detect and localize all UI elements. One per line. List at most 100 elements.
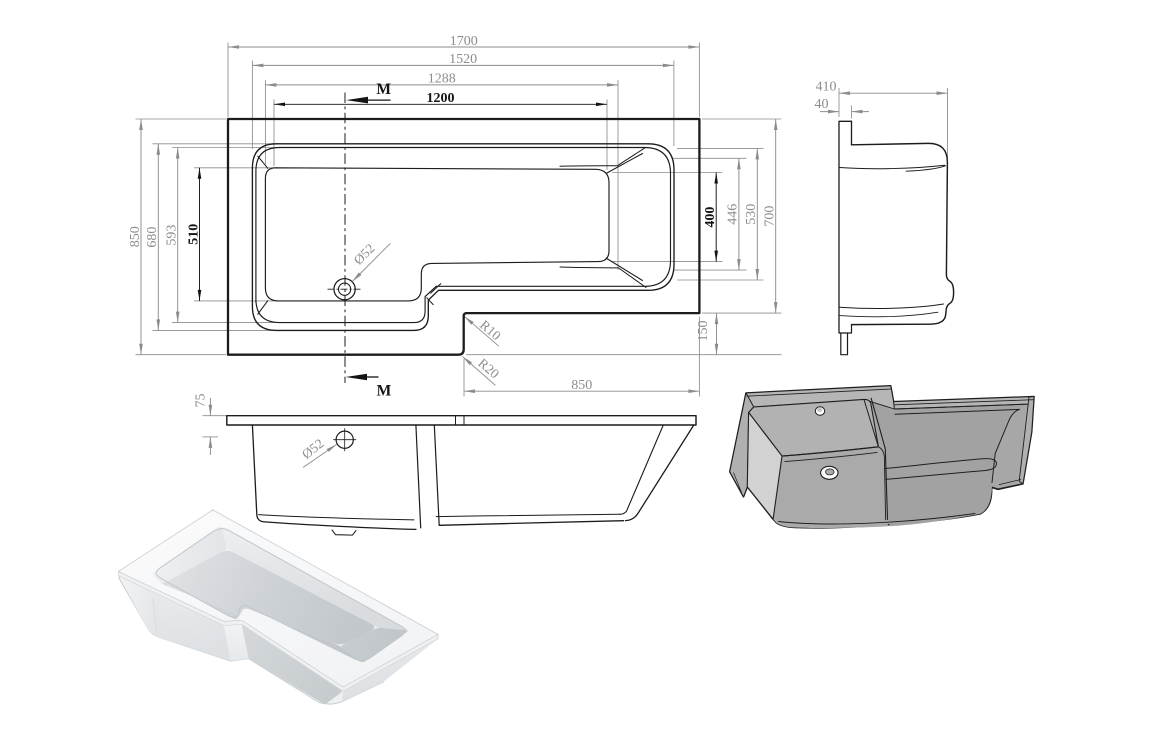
dim-arrowhead (737, 259, 741, 271)
dim-680: 680 (145, 227, 160, 248)
side-interior-line (839, 303, 944, 309)
shaded-step-edge2 (877, 446, 887, 521)
dim-1200: 1200 (427, 91, 455, 106)
dim-arrowhead (773, 302, 778, 314)
white-right-end-face (342, 639, 437, 701)
white-shower-wall (153, 574, 239, 620)
side-interior-line (905, 165, 947, 172)
plan-view: 1700 1520 1288 1200 850 680 593 510 400 … (128, 34, 782, 399)
dim-arrowhead (197, 289, 202, 301)
shaded-rim-right (894, 403, 1029, 410)
dim-arrowhead (326, 444, 337, 452)
dim-arrowhead (936, 91, 948, 95)
label-drain-front: Ø52 (299, 436, 327, 462)
dim-arrowhead (175, 147, 180, 159)
front-step-line (415, 424, 422, 529)
plan-slope-line (559, 147, 646, 167)
render-shaded (729, 385, 1035, 529)
white-opening-edge (155, 528, 406, 661)
shaded-plate-line (733, 472, 743, 494)
plan-outer-outline (226, 117, 701, 356)
front-elevation: 75 Ø52 (194, 394, 697, 536)
dim-410: 410 (816, 79, 837, 94)
dim-arrowhead (714, 313, 719, 325)
dim-400: 400 (703, 207, 718, 228)
dim-150: 150 (696, 321, 711, 342)
shaded-plate-line (746, 388, 892, 397)
drain-hole-inner (825, 468, 835, 476)
plan-rim-inner (255, 146, 672, 324)
plan-slope-line (559, 266, 647, 288)
section-arrow-bottom (345, 373, 367, 381)
side-foot-tab (840, 332, 849, 356)
dim-arrowhead (851, 109, 863, 114)
dim-arrowhead (274, 102, 285, 107)
dim-1288: 1288 (428, 72, 456, 87)
white-basin-floor (165, 550, 375, 645)
front-right-body (438, 520, 625, 526)
white-back-wall (221, 526, 408, 631)
plan-rim-outer (251, 143, 675, 332)
dim-arrowhead (156, 319, 161, 331)
dim-arrowhead (156, 143, 161, 155)
side-flange-edge (846, 324, 853, 334)
front-floor-line (435, 513, 620, 518)
dim-arrowhead (228, 45, 239, 49)
overflow-hole-inner (817, 407, 823, 412)
white-bathing-front-face (241, 625, 342, 704)
dim-75: 75 (194, 394, 209, 408)
label-r20: R20 (475, 355, 502, 381)
dim-593: 593 (165, 225, 180, 246)
front-waste-bump (331, 529, 357, 536)
dim-arrowhead (596, 102, 607, 107)
dim-arrowhead (714, 172, 718, 184)
dim-850-bottom: 850 (571, 378, 592, 393)
dim-arrowhead (714, 343, 719, 355)
dim-arrowhead (208, 436, 213, 448)
side-interior-line (839, 164, 946, 170)
side-interior-line (839, 311, 939, 318)
label-m-top: M (376, 81, 391, 98)
shaded-box-right-edge (863, 399, 879, 448)
dim-arrowhead (252, 63, 264, 68)
dim-arrowhead (828, 109, 839, 114)
side-body-outline (850, 142, 955, 326)
dim-arrowhead (607, 83, 618, 87)
dim-700: 700 (763, 206, 778, 227)
dim-arrowhead (265, 83, 277, 87)
shaded-box-roll2 (784, 451, 878, 463)
shaded-box-front-face (773, 446, 889, 529)
dim-arrowhead (755, 148, 760, 160)
white-step-face (224, 624, 249, 661)
shaded-plate-line (998, 479, 1022, 485)
front-floor-line (258, 514, 415, 521)
dim-arrowhead (175, 311, 180, 323)
dim-530: 530 (744, 204, 759, 225)
dim-510: 510 (186, 224, 201, 245)
front-right-slant (624, 424, 695, 522)
front-rim-slab (226, 414, 697, 426)
dim-arrowhead (714, 250, 718, 262)
side-view: 410 40 (815, 79, 955, 356)
label-r10: R10 (477, 317, 504, 343)
dim-arrowhead (462, 356, 472, 366)
plan-slope-line (605, 257, 644, 282)
dim-40: 40 (815, 97, 829, 112)
shaded-box-left-face (746, 411, 783, 520)
shaded-floor-crease (884, 458, 997, 480)
dim-arrowhead (839, 91, 850, 95)
dim-1520: 1520 (449, 52, 477, 67)
plan-slope-line (257, 155, 269, 169)
front-right-slant (618, 424, 664, 515)
dim-arrowhead (139, 119, 143, 130)
white-left-end-face (119, 576, 160, 634)
white-corner-line (152, 597, 158, 634)
dim-arrowhead (139, 343, 143, 355)
shaded-box-roll (781, 446, 879, 457)
white-left-wall (153, 527, 227, 584)
render-white (118, 509, 439, 705)
shaded-bottom-roll (778, 513, 976, 525)
dim-arrowhead (755, 269, 760, 280)
